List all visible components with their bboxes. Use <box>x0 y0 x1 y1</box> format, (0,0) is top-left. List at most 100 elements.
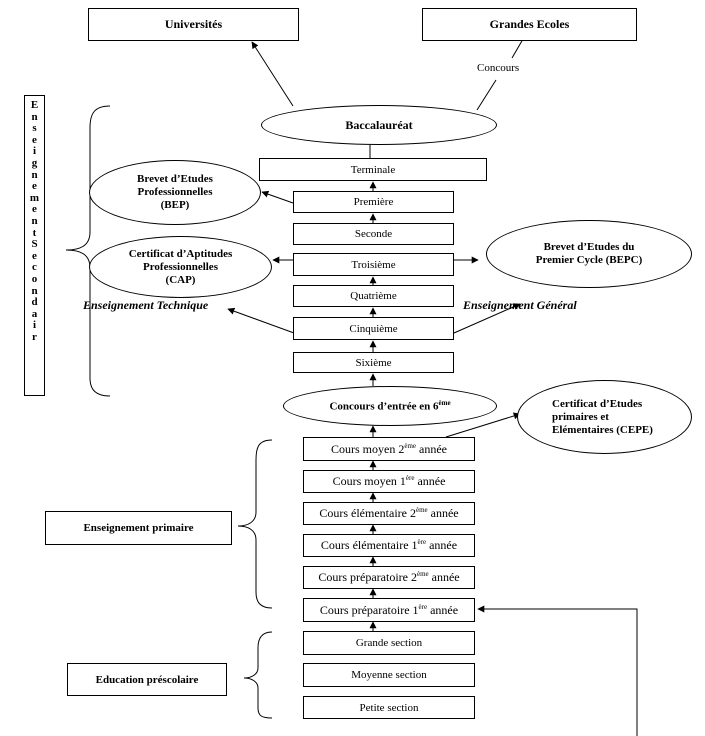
grande-section-box: Grande section <box>303 631 475 655</box>
vertical-letter: e <box>32 249 37 262</box>
cm1-label: Cours moyen 1 <box>332 474 406 488</box>
premiere-label: Première <box>353 196 394 208</box>
cepe-line-2: primaires et <box>552 410 609 423</box>
arrow-premiere-bep <box>261 190 294 204</box>
baccalaureat-ellipse: Baccalauréat <box>261 105 497 145</box>
ce1-label: Cours élémentaire 1 <box>320 538 418 552</box>
vertical-letter: n <box>31 168 38 181</box>
vertical-letter: i <box>32 319 37 332</box>
ce2-sup: ème <box>415 506 428 514</box>
cm1-sup: ère <box>405 474 415 482</box>
cepe-line-1: Certificat d’Etudes <box>552 397 643 410</box>
brace-secondaire <box>65 105 111 397</box>
ce1-box: Cours élémentaire 1ère année <box>303 534 475 557</box>
grandes-ecoles-label: Grandes Ecoles <box>489 17 570 31</box>
terminale-box: Terminale <box>259 158 487 181</box>
education-prescolaire-box: Education préscolaire <box>67 663 227 696</box>
bep-line-1: Brevet d’Etudes <box>137 173 213 185</box>
petite-section-label: Petite section <box>359 701 419 714</box>
cinquieme-box: Cinquième <box>293 317 454 340</box>
troisieme-label: Troisième <box>351 258 396 271</box>
premiere-box: Première <box>293 191 454 213</box>
ce2-label: Cours élémentaire 2 <box>319 506 416 520</box>
bepc-line-2: Premier Cycle (BEPC) <box>535 254 643 266</box>
ce2-annee: année <box>427 506 459 520</box>
cp1-sup: ère <box>418 602 428 611</box>
education-prescolaire-label: Education préscolaire <box>95 673 199 686</box>
bepc-line-1: Brevet d’Etudes du <box>543 241 635 253</box>
bepc-ellipse: Brevet d’Etudes du Premier Cycle (BEPC) <box>486 220 692 288</box>
vertical-letter: e <box>32 203 37 216</box>
cp2-box: Cours préparatoire 2ème année <box>303 566 475 589</box>
baccalaureat-label: Baccalauréat <box>345 117 413 132</box>
cp1-label: Cours préparatoire 1 <box>319 602 419 617</box>
concours-label: Concours <box>477 62 520 74</box>
line-bac-concours <box>476 79 497 111</box>
terminale-label: Terminale <box>350 163 396 176</box>
ce1-sup: ère <box>417 538 427 546</box>
sixieme-box: Sixième <box>293 352 454 373</box>
vertical-letter: a <box>31 307 38 320</box>
vertical-letter: g <box>31 156 38 169</box>
vertical-letter: d <box>31 296 38 309</box>
vertical-letter: e <box>32 133 37 146</box>
cepe-ellipse: Certificat d’Etudes primaires et Elément… <box>517 380 692 454</box>
cp1-annee: année <box>427 602 459 617</box>
seconde-box: Seconde <box>293 223 454 245</box>
vertical-letter: n <box>31 110 38 123</box>
grande-section-label: Grande section <box>355 637 423 649</box>
moyenne-section-box: Moyenne section <box>303 663 475 687</box>
grandes-ecoles-box: Grandes Ecoles <box>422 8 637 41</box>
vertical-letter: r <box>32 330 37 343</box>
enseignement-primaire-label: Enseignement primaire <box>83 522 194 534</box>
ce1-annee: année <box>426 538 458 552</box>
vertical-letter: m <box>29 191 40 204</box>
brace-prescolaire <box>243 631 273 719</box>
cp2-annee: année <box>428 570 460 584</box>
vertical-letter: e <box>32 180 37 193</box>
bep-line-3: (BEP) <box>160 199 190 211</box>
cp1-box: Cours préparatoire 1ère année <box>303 598 475 622</box>
brace-primaire <box>237 439 273 609</box>
arrow-direct-entry-cp1 <box>477 605 638 736</box>
cap-line-3: (CAP) <box>165 273 196 286</box>
vertical-letter: c <box>32 261 37 274</box>
vertical-letter: S <box>31 238 38 251</box>
vertical-letter: o <box>31 272 38 285</box>
concours-6eme-label: Concours d’entrée en 6 <box>329 400 439 413</box>
moyenne-section-label: Moyenne section <box>351 669 427 681</box>
seconde-label: Seconde <box>354 228 393 240</box>
concours-6eme-ellipse: Concours d’entrée en 6ème <box>283 386 497 426</box>
troisieme-box: Troisième <box>293 253 454 276</box>
cap-line-1: Certificat d’Aptitudes <box>128 247 233 260</box>
sixieme-label: Sixième <box>355 356 392 369</box>
arrow-cinquieme-technique <box>227 307 295 334</box>
vertical-letter: E <box>30 99 39 111</box>
concours-6eme-sup: ème <box>438 399 451 408</box>
petite-section-box: Petite section <box>303 696 475 719</box>
bep-ellipse: Brevet d’Etudes Professionnelles (BEP) <box>89 160 261 225</box>
cepe-line-3: Elémentaires (CEPE) <box>552 423 653 436</box>
enseignement-primaire-box: Enseignement primaire <box>45 511 232 545</box>
quatrieme-label: Quatrième <box>350 290 397 302</box>
cm2-box: Cours moyen 2ème année <box>303 437 475 461</box>
arrow-cinquieme-general <box>453 303 521 334</box>
cm2-label: Cours moyen 2 <box>331 441 405 456</box>
enseignement-technique-label: Enseignement Technique <box>83 298 209 312</box>
arrow-bac-universites <box>251 41 294 107</box>
vertical-letter: n <box>31 284 38 297</box>
quatrieme-box: Quatrième <box>293 285 454 307</box>
enseignement-general-label: Enseignement Général <box>463 298 577 312</box>
cap-line-2: Professionnelles <box>143 260 218 273</box>
ce2-box: Cours élémentaire 2ème année <box>303 502 475 525</box>
cinquieme-label: Cinquième <box>349 322 398 335</box>
vertical-letter: i <box>32 145 37 158</box>
cm2-sup: ème <box>404 441 417 450</box>
cp2-sup: ème <box>416 570 429 578</box>
cap-ellipse: Certificat d’Aptitudes Professionnelles … <box>89 236 272 298</box>
cp2-label: Cours préparatoire 2 <box>318 570 417 584</box>
arrow-cm2-cepe <box>445 412 521 438</box>
cm1-box: Cours moyen 1ère année <box>303 470 475 493</box>
universites-box: Universités <box>88 8 299 41</box>
